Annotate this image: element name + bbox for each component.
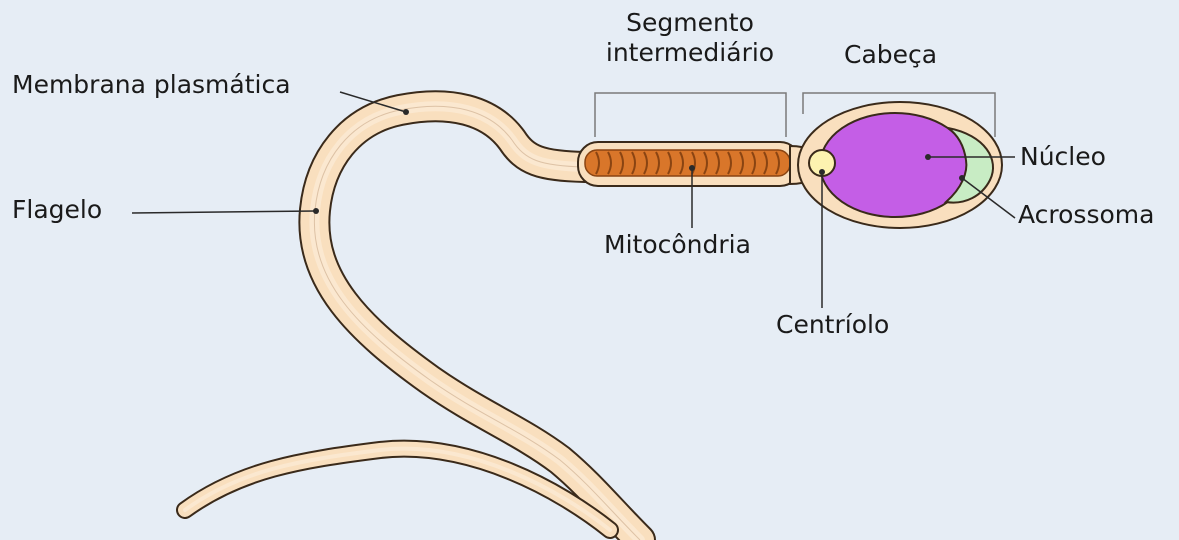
- mitochondria-spiral: [585, 150, 790, 176]
- membrana-dot: [403, 109, 409, 115]
- acrossoma-dot: [959, 175, 965, 181]
- label-flagelo: Flagelo: [12, 195, 102, 225]
- midpiece-bracket: [595, 93, 786, 137]
- label-segmento-line2: intermediário: [585, 38, 795, 68]
- label-acrossoma: Acrossoma: [1018, 200, 1154, 230]
- label-segmento-line1: Segmento: [585, 8, 795, 38]
- mitocondria-dot: [689, 165, 695, 171]
- flagelo-leader: [132, 211, 316, 213]
- flagelo-dot: [313, 208, 319, 214]
- label-nucleo: Núcleo: [1020, 142, 1106, 172]
- centriolo-dot: [819, 169, 825, 175]
- label-cabeca: Cabeça: [844, 40, 937, 70]
- label-mitocondria: Mitocôndria: [604, 230, 751, 260]
- nucleo-dot: [925, 154, 931, 160]
- label-membrana-plasmatica: Membrana plasmática: [12, 70, 291, 100]
- label-segmento-intermediario: Segmento intermediário: [585, 8, 795, 68]
- label-centriolo: Centríolo: [776, 310, 889, 340]
